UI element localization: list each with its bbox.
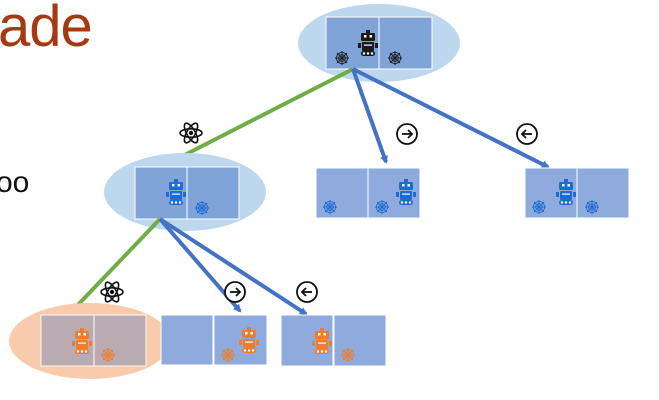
edge-root-to-left-child (163, 67, 354, 167)
cell (315, 167, 369, 219)
level1-right-node (524, 167, 630, 219)
circle-arrow-right-icon (396, 123, 418, 145)
spider-web-icon (340, 347, 356, 363)
root-cell-right (378, 16, 433, 70)
slide-title-fragment: ade (0, 0, 93, 59)
edge-l1-to-left-leaf (71, 217, 162, 312)
spider-web-icon (374, 199, 390, 215)
level1-middle-node (315, 167, 421, 219)
cell (93, 314, 147, 367)
spider-web-icon (322, 199, 338, 215)
spider-web-icon (334, 50, 350, 66)
spider-web-icon (531, 199, 547, 215)
circle-arrow-left-icon (296, 281, 318, 303)
spider-web-icon (194, 200, 210, 216)
circle-arrow-right-icon (224, 281, 246, 303)
atom-icon (100, 279, 124, 305)
cell (367, 167, 421, 219)
cell (186, 166, 240, 220)
level2-right-node (280, 314, 387, 367)
circle-arrow-left-icon (516, 123, 538, 145)
spider-web-icon (100, 347, 116, 363)
edge-l1-to-right-leaf (158, 217, 308, 316)
side-text-fragment: oo (0, 166, 30, 199)
edge-root-to-right-child (352, 67, 550, 169)
root-node (298, 4, 460, 82)
spider-web-icon (584, 199, 600, 215)
cell (333, 314, 387, 367)
cell (160, 314, 214, 366)
level1-left-node (104, 153, 266, 231)
level2-middle-node (160, 314, 268, 366)
level2-left-node (9, 303, 171, 379)
atom-icon (179, 120, 203, 146)
spider-web-icon (387, 50, 403, 66)
spider-web-icon (220, 347, 236, 363)
edge-root-to-middle-child (351, 68, 388, 164)
cell (576, 167, 630, 219)
